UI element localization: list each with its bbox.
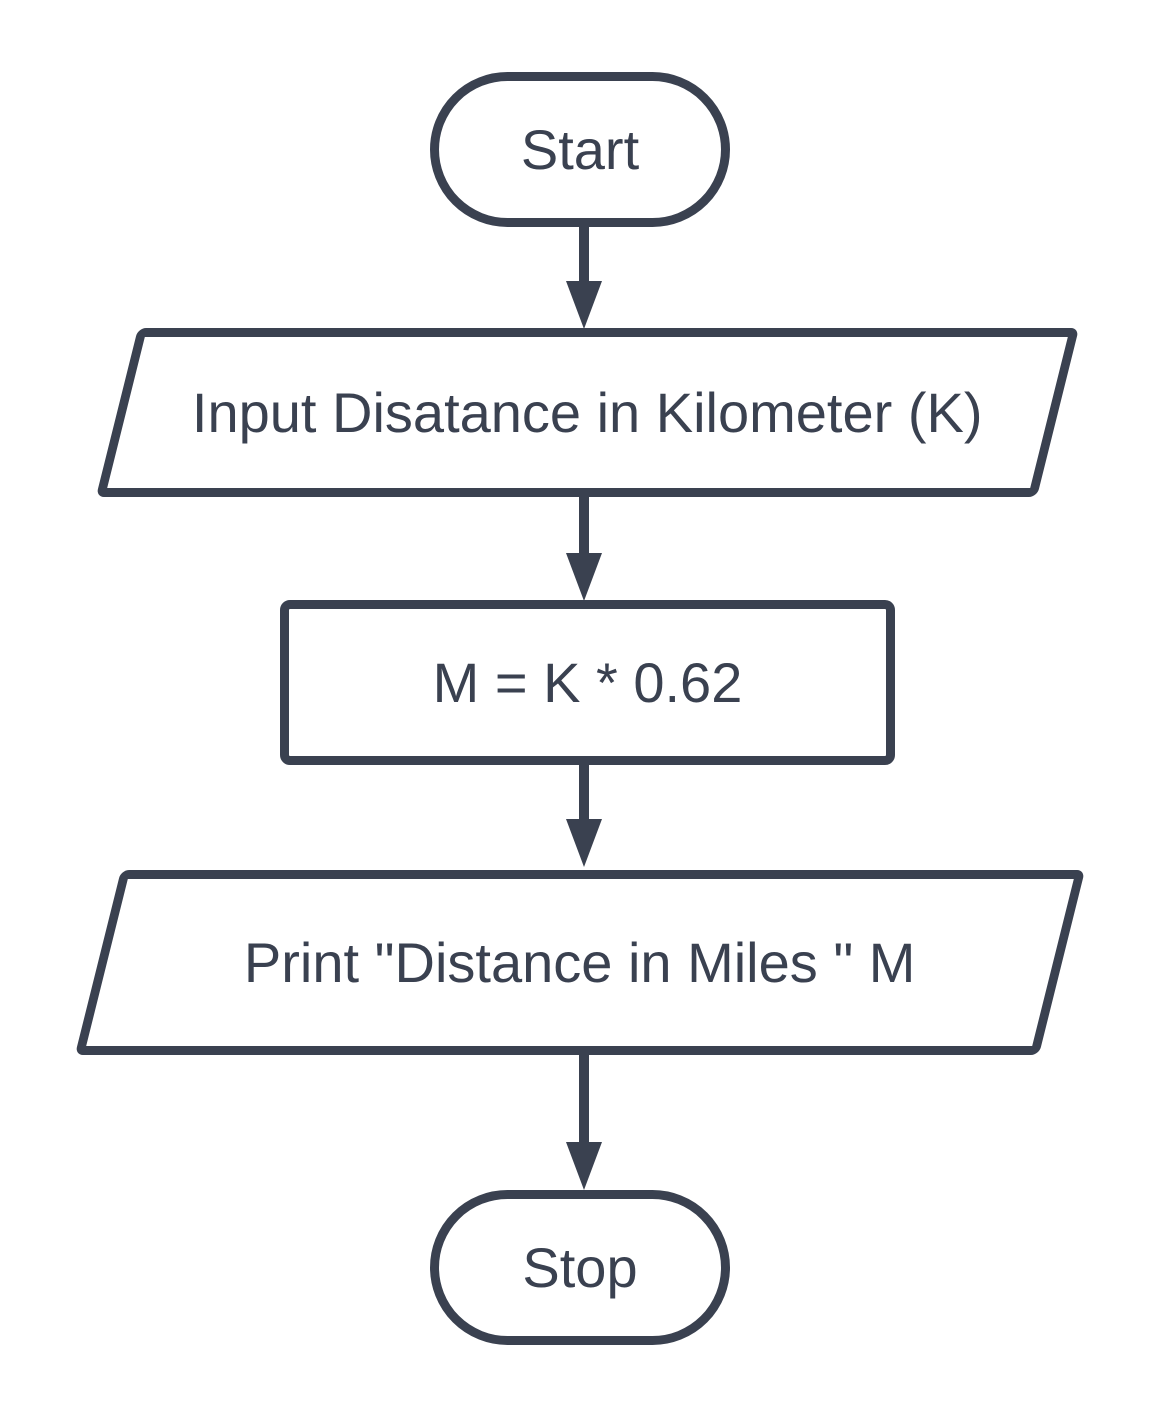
process-node: M = K * 0.62 <box>280 600 895 765</box>
arrowhead-down-icon <box>566 553 602 601</box>
arrowhead-down-icon <box>566 1142 602 1190</box>
arrow-shaft <box>579 495 589 557</box>
terminator-start-node: Start <box>430 72 730 227</box>
process-node-label: M = K * 0.62 <box>432 650 743 714</box>
arrowhead-down-icon <box>566 281 602 329</box>
output-node-label: Print "Distance in Miles " M <box>244 930 916 994</box>
stop-node-label: Stop <box>522 1235 638 1299</box>
io-input-node: Input Disatance in Kilometer (K) <box>95 328 1080 497</box>
arrowhead-down-icon <box>566 819 602 867</box>
arrow-shaft <box>579 1053 589 1146</box>
io-output-node: Print "Distance in Miles " M <box>74 870 1086 1055</box>
input-node-label: Input Disatance in Kilometer (K) <box>192 380 983 444</box>
arrow-shaft <box>579 223 589 285</box>
flow-arrow-print-to-stop <box>566 1053 602 1190</box>
flow-arrow-start-to-input <box>566 223 602 329</box>
start-node-label: Start <box>520 117 640 181</box>
flow-arrow-input-to-process <box>566 495 602 601</box>
arrow-shaft <box>579 763 589 823</box>
terminator-stop-node: Stop <box>430 1190 730 1345</box>
flow-arrow-process-to-print <box>566 763 602 867</box>
